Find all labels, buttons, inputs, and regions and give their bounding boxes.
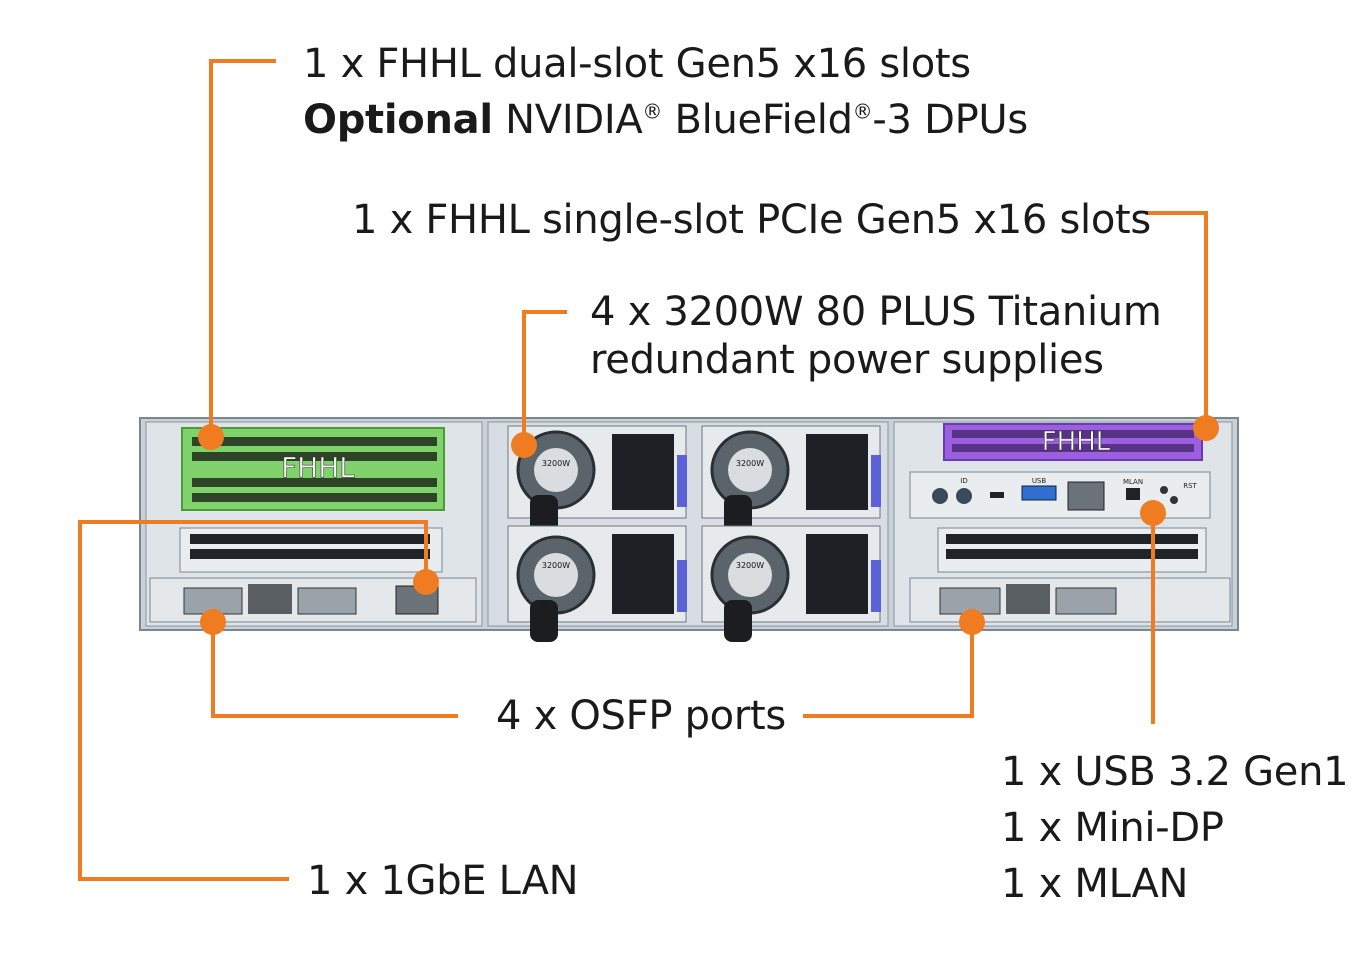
dot-osfp-right <box>959 609 985 635</box>
callout-line-osfp-right <box>803 622 974 718</box>
psu-line2: redundant power supplies <box>590 337 1104 383</box>
io-mlan-label: MLAN <box>1123 478 1143 486</box>
dual-slot-line1: 1 x FHHL dual-slot Gen5 x16 slots <box>303 41 971 87</box>
dot-single-slot <box>1193 415 1219 441</box>
left-fhhl-label: FHHL <box>281 451 355 484</box>
psu-unit: 3200W <box>507 525 687 642</box>
io-rst-label: RST <box>1183 482 1197 490</box>
callout-lines <box>78 59 1208 881</box>
dual-slot-optional: Optional <box>303 97 493 143</box>
callout-io: 1 x USB 3.2 Gen1 1 x Mini-DP 1 x MLAN <box>1001 744 1349 912</box>
dual-slot-dpus: -3 DPUs <box>872 97 1028 143</box>
right-lower-module <box>909 527 1231 623</box>
psu-unit: 3200W <box>701 425 881 545</box>
dot-dual-slot <box>198 424 224 450</box>
callout-line-single-slot <box>1145 211 1208 428</box>
right-fhhl-card: FHHL <box>943 423 1203 461</box>
callout-line-lan <box>78 520 428 881</box>
callout-dots <box>198 415 1219 635</box>
io-mlan: 1 x MLAN <box>1001 861 1189 907</box>
dot-psu <box>511 432 537 458</box>
reg-mark: ® <box>642 99 663 124</box>
dot-osfp-left <box>200 609 226 635</box>
psu-unit: 3200W <box>701 525 881 642</box>
dot-io <box>1140 500 1166 526</box>
io-id-label: ID <box>960 477 967 485</box>
psu-label: 3200W <box>542 459 570 468</box>
callout-dual-slot: 1 x FHHL dual-slot Gen5 x16 slots Option… <box>303 38 1028 146</box>
psu-label: 3200W <box>542 561 570 570</box>
right-fhhl-label: FHHL <box>1042 427 1111 457</box>
psu-label: 3200W <box>736 459 764 468</box>
psu-unit: 3200W <box>507 425 687 545</box>
callout-lan: 1 x 1GbE LAN <box>307 858 579 904</box>
dual-slot-bluefield: BlueField <box>662 97 853 143</box>
io-minidp: 1 x Mini-DP <box>1001 805 1224 851</box>
callout-line-psu <box>522 310 567 445</box>
callout-psu: 4 x 3200W 80 PLUS Titanium redundant pow… <box>590 286 1162 386</box>
dual-slot-line2: Optional NVIDIA® BlueField®-3 DPUs <box>303 94 1028 146</box>
callout-single-slot: 1 x FHHL single-slot PCIe Gen5 x16 slots <box>352 197 1151 243</box>
io-usb: 1 x USB 3.2 Gen1 <box>1001 749 1349 795</box>
left-fhhl-card: FHHL <box>181 427 445 511</box>
io-usb-label: USB <box>1032 477 1047 485</box>
callout-line-dual-slot <box>209 59 276 436</box>
psu-group: 3200W 3200W 3200W 3200W <box>507 425 881 642</box>
dot-lan <box>413 569 439 595</box>
psu-line1: 4 x 3200W 80 PLUS Titanium <box>590 289 1162 335</box>
psu-label: 3200W <box>736 561 764 570</box>
callout-line-osfp-left <box>211 622 458 718</box>
callout-osfp: 4 x OSFP ports <box>496 693 786 739</box>
dual-slot-nvidia: NVIDIA <box>492 97 643 143</box>
reg-mark: ® <box>852 99 873 124</box>
